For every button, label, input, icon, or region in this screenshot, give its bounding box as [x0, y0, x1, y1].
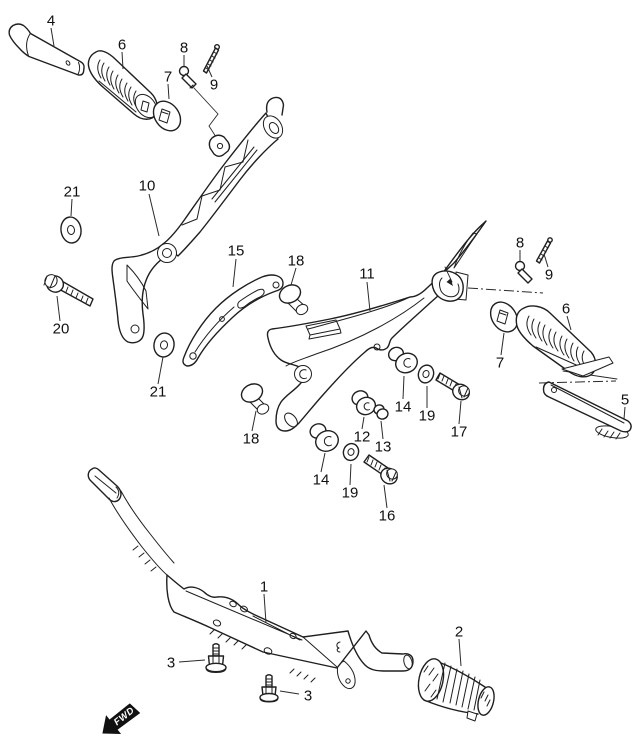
leader-line	[383, 484, 388, 509]
leader-line	[366, 281, 371, 312]
part-5-footrest-bar-rear	[542, 381, 632, 440]
part-19-washer-upper	[417, 364, 435, 384]
leader-line	[167, 83, 170, 100]
part-8-pin-rear	[514, 260, 533, 284]
part-label-4: 4	[47, 13, 55, 30]
part-label-15: 15	[228, 243, 245, 260]
leader-line	[543, 253, 549, 268]
leader-line	[148, 193, 160, 237]
part-8-pin-front	[178, 65, 197, 89]
leader-line	[349, 463, 352, 486]
part-14-spacer-upper	[387, 346, 418, 374]
part-label-7: 7	[164, 69, 172, 86]
leader-line	[320, 452, 326, 473]
part-label-9: 9	[210, 77, 218, 94]
part-label-3: 3	[167, 655, 175, 672]
part-label-18: 18	[243, 431, 260, 448]
leader-line	[50, 27, 55, 47]
part-label-17: 17	[451, 424, 468, 441]
part-label-18: 18	[288, 253, 305, 270]
part-12-damper	[351, 390, 377, 416]
part-label-21: 21	[150, 384, 167, 401]
leader-line	[500, 332, 505, 356]
part-label-21: 21	[64, 184, 81, 201]
part-label-6: 6	[118, 37, 126, 54]
part-10-front-bracket	[111, 96, 285, 344]
part-label-6: 6	[562, 301, 570, 318]
part-label-19: 19	[342, 485, 359, 502]
part-label-14: 14	[313, 472, 330, 489]
fwd-direction-marker: FWD	[102, 703, 141, 735]
part-7-washer-rear	[489, 301, 519, 333]
leader-line	[458, 638, 462, 667]
leader-line	[623, 406, 626, 420]
part-21-washer-lower	[153, 332, 175, 358]
leader-line	[178, 659, 206, 663]
part-9-cotter-pin-rear	[535, 237, 553, 264]
part-19-washer-lower	[342, 442, 360, 462]
part-4-footrest-bar	[8, 23, 85, 76]
part-15-brace	[182, 274, 284, 367]
leader-line	[70, 198, 73, 217]
part-9-cotter-pin-front	[202, 44, 220, 74]
leader-line	[566, 315, 572, 331]
part-18-grommet-lower	[240, 383, 270, 415]
part-label-16: 16	[379, 508, 396, 525]
part-3-bolt-right	[259, 674, 279, 703]
leader-line	[361, 416, 365, 430]
part-14-spacer-lower	[309, 423, 339, 452]
part-1-footrest-bar-assembly	[87, 467, 414, 690]
part-label-1: 1	[260, 579, 268, 596]
part-13-nut	[373, 404, 389, 420]
part-label-20: 20	[53, 321, 70, 338]
part-20-bolt	[43, 274, 94, 307]
part-6-footrest-rubber-rear	[515, 305, 614, 378]
part-label-5: 5	[621, 392, 629, 409]
part-label-3: 3	[304, 688, 312, 705]
part-label-19: 19	[419, 408, 436, 425]
part-11-rear-bracket	[266, 220, 487, 432]
part-21-washer-upper	[60, 216, 82, 244]
leader-lines	[50, 27, 626, 695]
leader-line	[157, 356, 164, 385]
part-label-9: 9	[545, 267, 553, 284]
leader-line	[263, 593, 267, 624]
part-2-footrest-rubber-pillion	[417, 658, 495, 722]
leader-line	[232, 258, 237, 288]
part-3-bolt-left	[205, 643, 227, 673]
part-17-bolt	[435, 372, 470, 401]
leader-line	[402, 375, 405, 400]
part-label-8: 8	[180, 40, 188, 57]
part-label-10: 10	[139, 178, 156, 195]
part-label-13: 13	[375, 439, 392, 456]
leader-line	[458, 400, 462, 425]
part-label-2: 2	[455, 624, 463, 641]
part-16-bolt	[363, 454, 398, 485]
leader-line	[121, 51, 124, 70]
leader-line	[56, 295, 61, 322]
part-7-washer-front	[152, 100, 182, 132]
part-label-12: 12	[354, 429, 371, 446]
fwd-arrow-icon	[102, 703, 141, 735]
leader-line	[290, 267, 297, 286]
part-label-8: 8	[516, 235, 524, 252]
leader-line	[380, 420, 384, 440]
part-label-11: 11	[359, 266, 375, 283]
part-label-14: 14	[395, 399, 412, 416]
part-18-grommet-upper	[278, 284, 309, 316]
leader-line	[251, 410, 257, 432]
part-label-7: 7	[496, 355, 504, 372]
leader-line	[206, 65, 213, 78]
part-6-footrest-rubber-front	[87, 50, 159, 120]
leader-line	[279, 690, 300, 695]
